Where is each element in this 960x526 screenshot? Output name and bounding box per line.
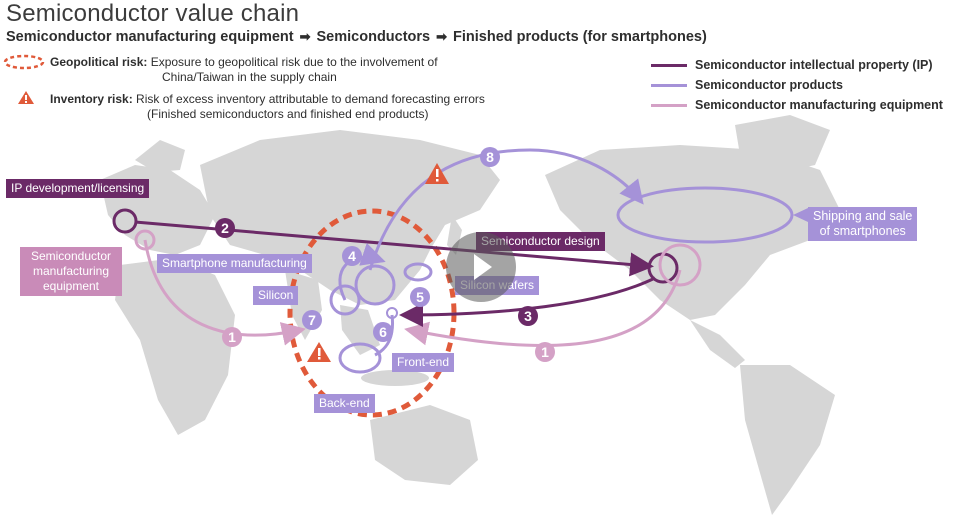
location-smartphone-mfg bbox=[354, 264, 396, 306]
step-badge-5: 5 bbox=[410, 287, 430, 307]
south-america-landmass bbox=[740, 365, 835, 515]
svg-text:1: 1 bbox=[541, 344, 549, 360]
right-arrow-icon: ➡ bbox=[299, 29, 311, 44]
location-equipment-us bbox=[658, 243, 702, 287]
label-shipping-line-2: of smartphones bbox=[819, 224, 906, 238]
equipment-flow-us bbox=[404, 269, 682, 348]
step-badge-3: 3 bbox=[518, 306, 538, 326]
australia-landmass bbox=[370, 405, 478, 485]
subtitle-semiconductors: Semiconductors bbox=[316, 29, 431, 45]
label-equipment-line-3: equipment bbox=[42, 279, 100, 293]
label-shipping-sale: Shipping and sale of smartphones bbox=[808, 207, 918, 241]
geopolitical-risk-legend-icon bbox=[3, 54, 45, 70]
label-ip-development: IP development/licensing bbox=[6, 179, 150, 198]
inventory-risk-text-1: Risk of excess inventory attributable to… bbox=[136, 92, 485, 106]
location-silicon bbox=[329, 284, 361, 316]
shipping-callout-pointer bbox=[793, 208, 808, 222]
central-america-landmass bbox=[690, 320, 745, 368]
label-shipping-line-1: Shipping and sale bbox=[813, 209, 913, 223]
step-badge-8: 8 bbox=[480, 147, 500, 167]
location-equipment-europe bbox=[134, 229, 156, 251]
step-badge-1a: 1 bbox=[222, 327, 242, 347]
geopolitical-risk-text-2: China/Taiwan in the supply chain bbox=[162, 70, 337, 84]
product-flow-local bbox=[338, 242, 386, 301]
warning-icon bbox=[307, 342, 331, 362]
label-equipment-line-2: manufacturing bbox=[32, 264, 110, 278]
subtitle-equipment: Semiconductor manufacturing equipment bbox=[6, 29, 294, 45]
label-equipment-line-1: Semiconductor bbox=[30, 249, 112, 263]
africa-landmass bbox=[115, 258, 235, 435]
inventory-risk-label: Inventory risk: bbox=[50, 92, 133, 106]
ip-flow-design bbox=[399, 276, 656, 327]
step-badge-6: 6 bbox=[373, 322, 393, 342]
svg-text:3: 3 bbox=[524, 308, 532, 324]
step-badge-4: 4 bbox=[342, 246, 362, 266]
label-back-end: Back-end bbox=[314, 394, 375, 413]
location-ip-europe bbox=[112, 208, 138, 234]
product-flow-shipping bbox=[368, 148, 644, 271]
legend-swatch-products bbox=[651, 83, 687, 87]
subtitle-finished-products: Finished products (for smartphones) bbox=[453, 29, 707, 45]
location-silicon-wafers bbox=[403, 262, 433, 282]
geopolitical-risk-description: Geopolitical risk: Exposure to geopoliti… bbox=[50, 55, 438, 85]
video-play-button[interactable] bbox=[446, 232, 516, 302]
step-badge-2: 2 bbox=[215, 218, 235, 238]
se-asia-landmass bbox=[340, 305, 380, 355]
asia-landmass bbox=[200, 130, 500, 305]
legend: Semiconductor intellectual property (IP)… bbox=[651, 55, 943, 115]
svg-text:6: 6 bbox=[379, 324, 387, 340]
location-market-us bbox=[616, 186, 794, 244]
label-smartphone-manufacturing: Smartphone manufacturing bbox=[157, 254, 312, 273]
location-front-end bbox=[386, 307, 398, 319]
svg-text:4: 4 bbox=[348, 248, 356, 264]
legend-label-ip: Semiconductor intellectual property (IP) bbox=[695, 58, 933, 72]
location-back-end bbox=[338, 342, 382, 374]
geopolitical-risk-text-1: Exposure to geopolitical risk due to the… bbox=[150, 55, 438, 69]
continents bbox=[100, 115, 840, 515]
equipment-flow-europe bbox=[143, 239, 306, 346]
right-arrow-icon: ➡ bbox=[436, 29, 448, 44]
svg-text:2: 2 bbox=[221, 220, 229, 236]
svg-text:8: 8 bbox=[486, 149, 494, 165]
inventory-risk-description: Inventory risk: Risk of excess inventory… bbox=[50, 92, 485, 122]
svg-text:1: 1 bbox=[228, 329, 236, 345]
svg-text:7: 7 bbox=[308, 312, 316, 328]
label-front-end: Front-end bbox=[392, 353, 455, 372]
legend-item-products: Semiconductor products bbox=[651, 75, 943, 95]
step-badge-7: 7 bbox=[302, 310, 322, 330]
svg-text:5: 5 bbox=[416, 289, 424, 305]
legend-swatch-ip bbox=[651, 63, 687, 67]
warning-legend-icon bbox=[18, 91, 34, 104]
subtitle: Semiconductor manufacturing equipment ➡ Se… bbox=[6, 29, 707, 45]
legend-item-ip: Semiconductor intellectual property (IP) bbox=[651, 55, 943, 75]
step-badge-1b: 1 bbox=[535, 342, 555, 362]
indonesia-landmass bbox=[361, 370, 429, 386]
warning-icon bbox=[425, 163, 449, 184]
greenland-landmass bbox=[735, 115, 830, 175]
north-america-landmass bbox=[545, 145, 840, 320]
legend-swatch-equipment bbox=[651, 103, 687, 107]
legend-label-equipment: Semiconductor manufacturing equipment bbox=[695, 98, 943, 112]
legend-label-products: Semiconductor products bbox=[695, 78, 843, 92]
scandinavia-landmass bbox=[135, 140, 185, 172]
geopolitical-risk-label: Geopolitical risk: bbox=[50, 55, 148, 69]
inventory-risk-text-2: (Finished semiconductors and finished en… bbox=[147, 107, 429, 121]
label-equipment-europe: Semiconductor manufacturing equipment bbox=[20, 247, 122, 296]
label-silicon: Silicon bbox=[253, 286, 299, 305]
legend-item-equipment: Semiconductor manufacturing equipment bbox=[651, 95, 943, 115]
page-title: Semiconductor value chain bbox=[6, 0, 300, 27]
